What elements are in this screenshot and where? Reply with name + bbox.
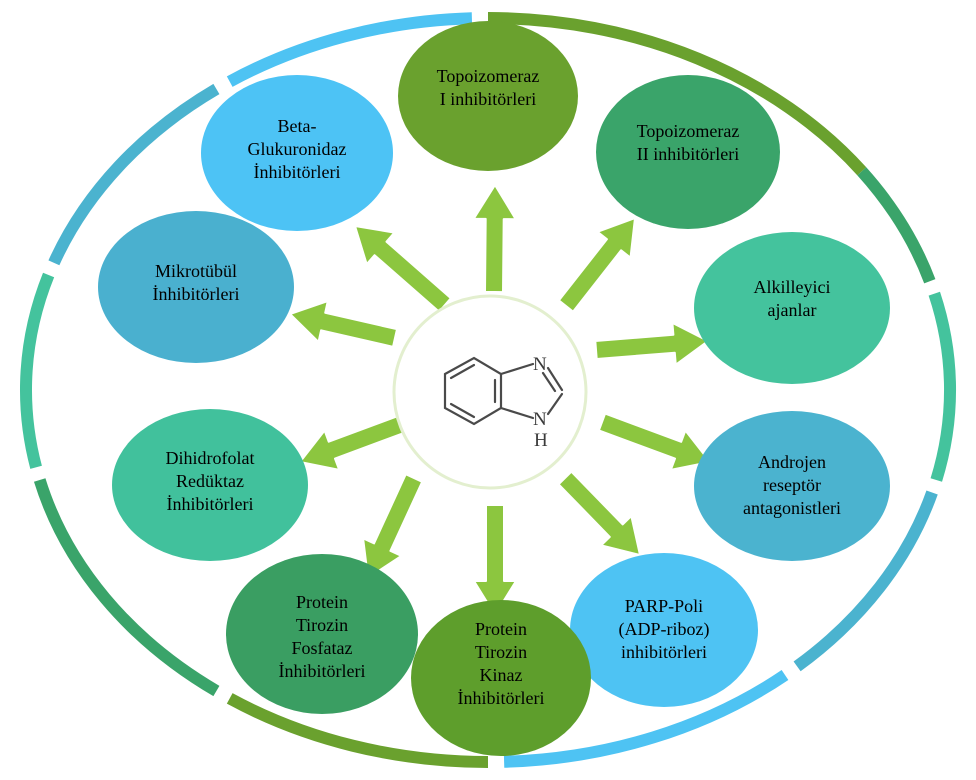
- ring-segment: [226, 693, 489, 768]
- center-hub: N N H: [392, 294, 588, 490]
- node-parp-label: (ADP-riboz): [619, 619, 710, 640]
- node-gluc-label: Beta-: [278, 116, 317, 136]
- ring-segment: [793, 490, 938, 672]
- node-ptp-bubble: [226, 554, 418, 714]
- node-andro-bubble: [694, 411, 890, 561]
- ring-segment: [857, 167, 936, 284]
- node-topo2-bubble: [596, 75, 780, 229]
- node-parp: PARP-Poli (ADP-riboz)inhibitörleri: [570, 553, 758, 707]
- node-andro-label: reseptör: [763, 475, 821, 495]
- ring-segment: [20, 272, 55, 469]
- node-topo2-label: Topoizomeraz: [637, 121, 740, 141]
- arrow-to-alkyl: [594, 321, 709, 366]
- atom-n-bottom: N: [533, 409, 547, 430]
- node-parp-label: inhibitörleri: [621, 642, 707, 662]
- outer-ring: [20, 12, 957, 768]
- arrow-to-topo1: [472, 184, 517, 294]
- ring-segment: [226, 12, 473, 87]
- ring-segment: [928, 291, 957, 482]
- arrow-to-dhfr: [299, 413, 410, 471]
- node-gluc-label: İnhibitörleri: [254, 162, 341, 182]
- atom-n-top: N: [533, 354, 547, 375]
- node-ptp-label: Tirozin: [296, 615, 348, 635]
- node-dhfr-bubble: [112, 409, 308, 561]
- node-micro-label: Mikrotübül: [155, 261, 237, 281]
- ring-segment: [33, 478, 220, 697]
- arrow-group: [289, 184, 711, 616]
- node-gluc-bubble: [201, 75, 393, 231]
- node-topo2: Topoizomeraz II inhibitörleri: [596, 75, 780, 229]
- node-parp-label: PARP-Poli: [625, 596, 703, 616]
- node-ptk-label: Protein: [475, 619, 527, 639]
- ring-segment: [503, 670, 789, 768]
- node-dhfr-label: Redüktaz: [176, 471, 244, 491]
- node-topo1: Topoizomeraz I inhibitörleri: [398, 21, 578, 171]
- node-micro-bubble: [98, 211, 294, 363]
- center-circle: [392, 294, 588, 490]
- atom-h: H: [534, 430, 548, 451]
- arrow-to-gluc: [354, 225, 452, 313]
- arrow-to-ptk: [473, 504, 517, 616]
- node-topo1-bubble: [398, 21, 578, 171]
- node-ptp-label: Protein: [296, 592, 348, 612]
- arrow-to-micro: [289, 300, 398, 348]
- node-ptk-label: İnhibitörleri: [458, 688, 545, 708]
- node-topo1-label: I inhibitörleri: [440, 89, 536, 109]
- node-alkyl-label: Alkilleyici: [754, 277, 831, 297]
- arrow-to-parp: [557, 470, 641, 556]
- node-alkyl-bubble: [694, 232, 890, 384]
- node-alkyl-label: ajanlar: [768, 300, 817, 320]
- node-ptp-label: Fosfataz: [292, 638, 353, 658]
- node-dhfr-label: İnhibitörleri: [167, 494, 254, 514]
- arrow-to-topo2: [557, 217, 636, 313]
- node-topo2-label: II inhibitörleri: [637, 144, 739, 164]
- node-ptk-label: Tirozin: [475, 642, 527, 662]
- node-micro-label: İnhibitörleri: [153, 284, 240, 304]
- arrow-to-andro: [597, 412, 711, 471]
- node-gluc-label: Glukuronidaz: [248, 139, 347, 159]
- arrow-to-ptp: [362, 473, 424, 579]
- node-andro-label: Androjen: [758, 452, 826, 472]
- ring-segment: [487, 12, 867, 176]
- node-andro-label: antagonistleri: [743, 498, 841, 518]
- benzimidazole-structure-icon: [443, 356, 564, 426]
- node-ptk-bubble: [411, 600, 591, 756]
- node-parp-bubble: [570, 553, 758, 707]
- node-dhfr-label: Dihidrofolat: [166, 448, 255, 468]
- node-ptk-label: Kinaz: [480, 665, 523, 685]
- ring-segment: [48, 83, 220, 266]
- node-andro: Androjen reseptör antagonistleri: [694, 411, 890, 561]
- node-ptp-label: İnhibitörleri: [279, 661, 366, 681]
- node-topo1-label: Topoizomeraz: [437, 66, 540, 86]
- node-alkyl: Alkilleyici ajanlar: [694, 232, 890, 384]
